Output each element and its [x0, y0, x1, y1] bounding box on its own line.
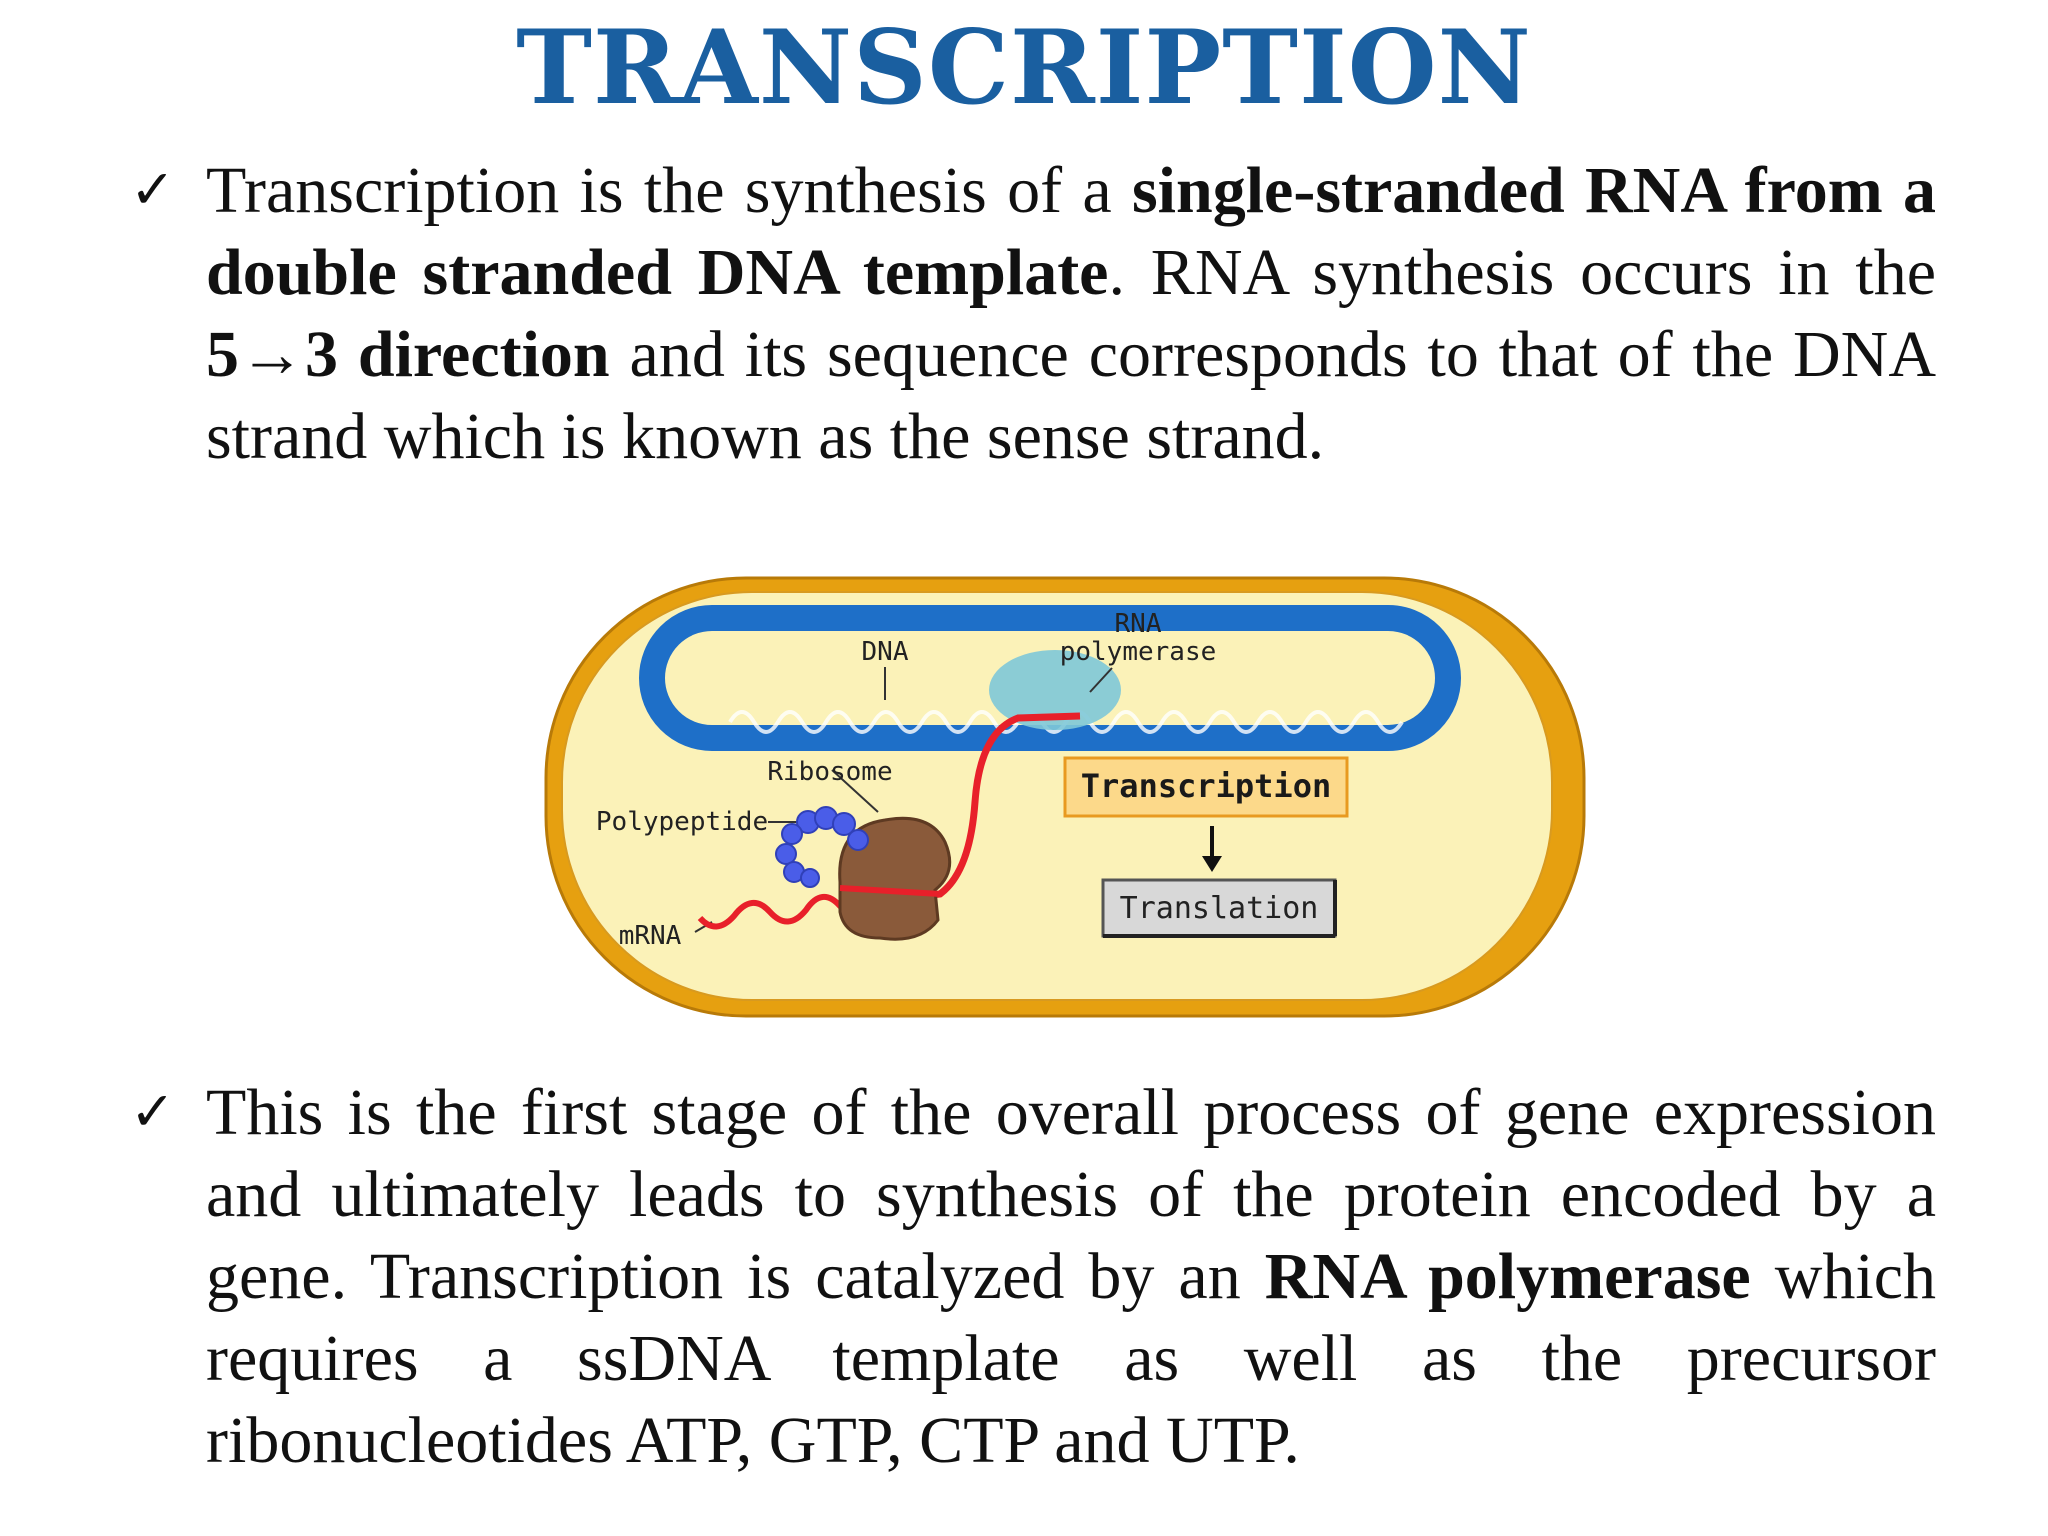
rna-polymerase-label-line1: RNA	[1115, 609, 1162, 639]
polypeptide-chain	[775, 806, 869, 888]
dna-label: DNA	[862, 637, 909, 667]
bullet-1-text-2: . RNA synthesis occurs in the	[1108, 236, 1936, 309]
arrow-head	[1202, 856, 1222, 872]
rna-polymerase-shape	[989, 650, 1121, 730]
checkmark-icon: ✓	[130, 1080, 176, 1143]
mrna-strand	[869, 712, 1081, 906]
bullet-1-bold-1: single-stranded RNA from a double strand…	[206, 154, 1936, 309]
bullet-1-text-1: Transcription is the synthesis of a	[206, 154, 1132, 227]
rna-polymerase-label-line2: polymerase	[1060, 637, 1217, 667]
mrna-label: mRNA	[619, 921, 682, 951]
dna-strand	[639, 605, 1461, 751]
bullet-1-text-3: and its sequence corresponds to that of …	[206, 318, 1936, 473]
bullet-2-bold-1: RNA polymerase	[1264, 1240, 1751, 1313]
bullet-1-bold-2: 5→3 direction	[206, 318, 610, 391]
polymerase-leader-line	[1089, 667, 1113, 693]
transcription-diagram: DNA RNA polymerase Ribosome Polypeptide …	[544, 576, 1586, 1018]
polypeptide-label: Polypeptide	[596, 807, 768, 837]
ribosome-leader-line	[831, 769, 879, 813]
translation-box-label: Translation	[1120, 891, 1319, 926]
page-title: TRANSCRIPTION	[516, 8, 1532, 128]
transcription-box	[1063, 756, 1349, 818]
checkmark-icon: ✓	[130, 158, 176, 221]
ribosome-label: Ribosome	[767, 757, 892, 787]
bullet-paragraph-1: Transcription is the synthesis of a sing…	[206, 150, 1936, 478]
bullet-2-text-1: This is the first stage of the overall p…	[206, 1076, 1936, 1313]
transcription-box-label: Transcription	[1081, 767, 1331, 805]
mrna-tail	[697, 894, 881, 930]
ribosome-shape	[838, 816, 952, 941]
bullet-2-text-2: which requires a ssDNA template as well …	[206, 1240, 1937, 1477]
bullet-paragraph-2: This is the first stage of the overall p…	[206, 1072, 1936, 1482]
